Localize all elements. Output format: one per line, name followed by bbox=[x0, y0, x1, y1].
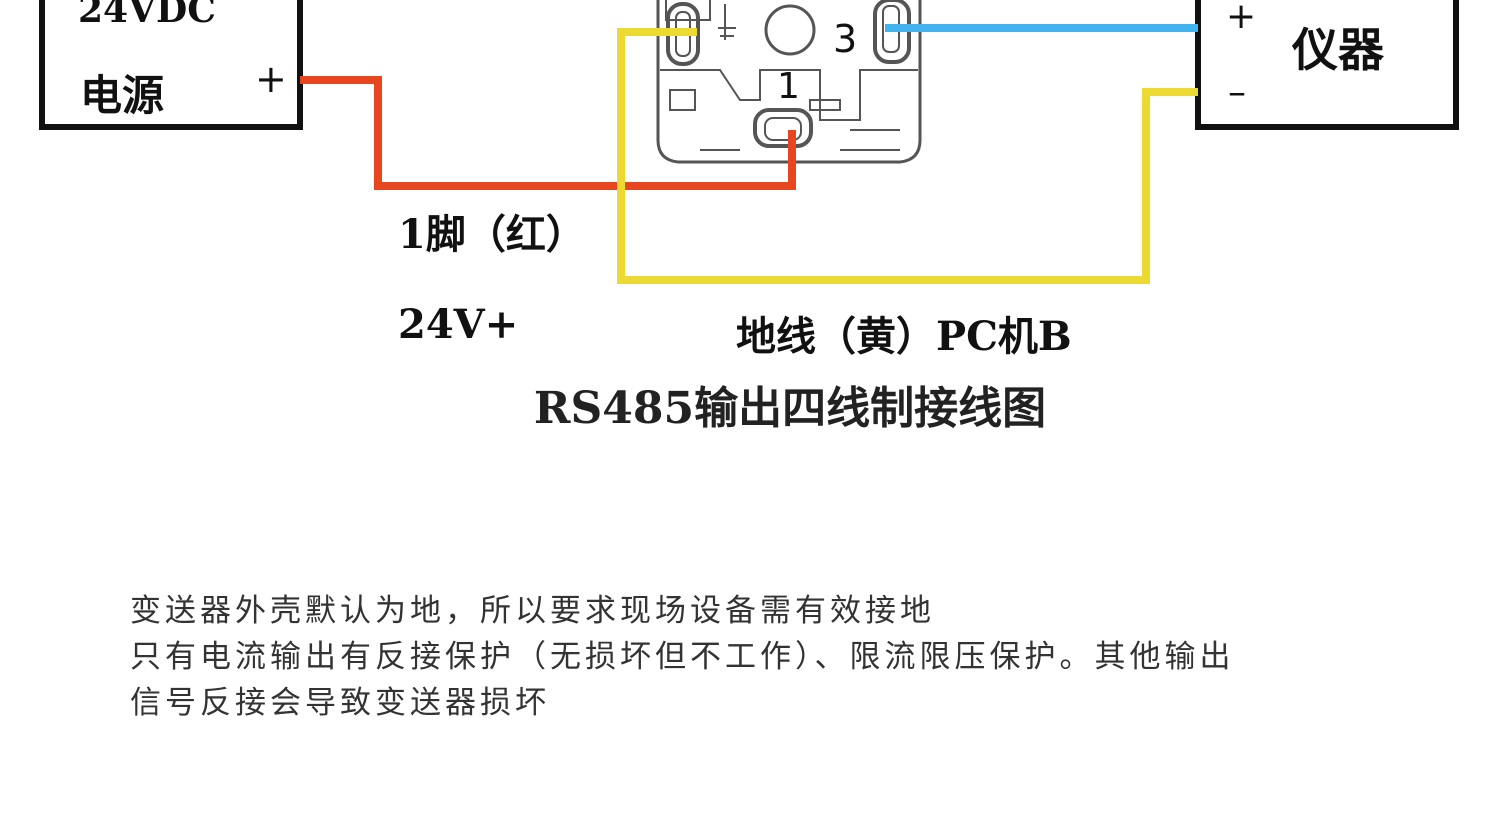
yellow-wire-label: 地线（黄）PC机B bbox=[736, 313, 1072, 360]
red-wire-voltage-label: 24V+ bbox=[398, 301, 518, 348]
diagram-title: RS485输出四线制接线图 bbox=[533, 383, 1047, 434]
yellow-wire bbox=[617, 28, 1198, 284]
red-wire bbox=[300, 76, 796, 190]
instrument-label: 仪器 bbox=[1291, 23, 1385, 77]
pin-1-label: 1 bbox=[777, 66, 800, 107]
power-supply-label: 电源 bbox=[80, 71, 164, 120]
instrument-box bbox=[1195, 0, 1459, 130]
instrument-plus: + bbox=[1226, 0, 1256, 37]
note-line: 信号反接会导致变送器损坏 bbox=[130, 685, 550, 721]
note-line: 只有电流输出有反接保护（无损坏但不工作）、限流限压保护。其他输出 bbox=[130, 639, 1235, 675]
power-supply-box bbox=[39, 0, 303, 130]
pin-3-label: 3 bbox=[833, 17, 857, 61]
red-wire-pin-label: 1脚（红） bbox=[398, 211, 586, 258]
power-supply-voltage: 24VDC bbox=[78, 0, 216, 31]
connector-drawing bbox=[656, 0, 922, 164]
power-supply-plus: + bbox=[255, 57, 287, 101]
note-line: 变送器外壳默认为地，所以要求现场设备需有效接地 bbox=[130, 593, 935, 629]
notes-block: 变送器外壳默认为地，所以要求现场设备需有效接地 只有电流输出有反接保护（无损坏但… bbox=[130, 588, 1460, 726]
instrument-minus: – bbox=[1228, 72, 1246, 113]
